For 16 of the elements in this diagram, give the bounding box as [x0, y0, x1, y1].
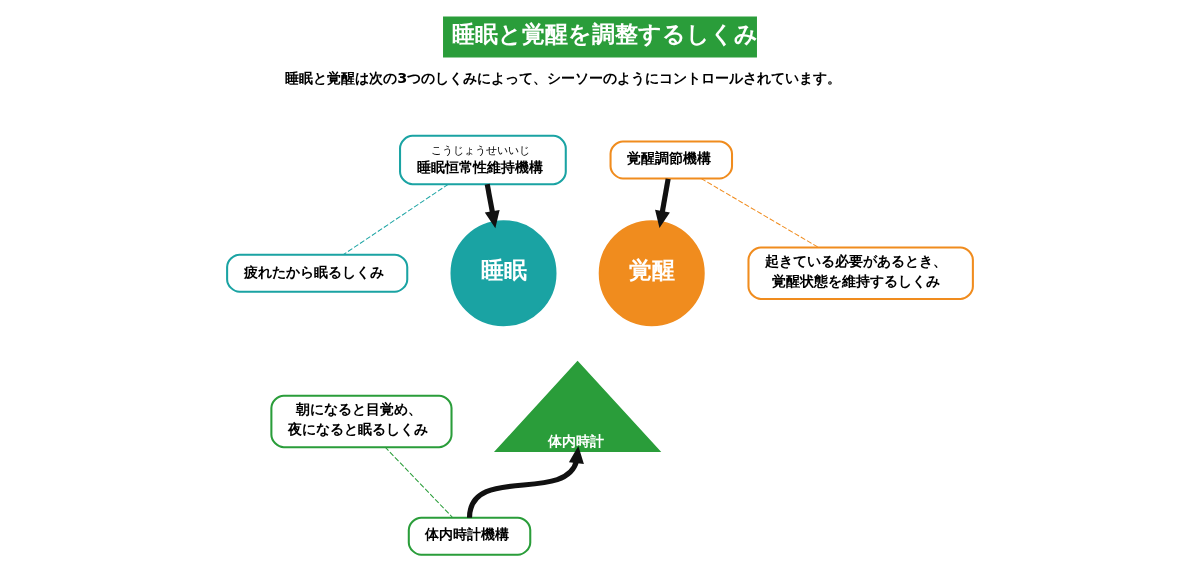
node-circle: 睡眠 — [450, 220, 557, 327]
node-box: 覚醒調節機構 — [609, 140, 734, 180]
label: 睡眠と覚醒は次の3つのしくみによって、シーソーのようにコントロールされています。 — [285, 69, 842, 86]
node-box: 疲れたから眠るしくみ — [226, 253, 409, 293]
arrow — [484, 183, 500, 229]
connector — [384, 446, 454, 518]
diagram-title: 睡眠と覚醒を調整するしくみ — [451, 20, 758, 47]
node-box: こうじょうせいいじ 睡眠恒常性維持機構 — [399, 134, 567, 186]
connector — [343, 183, 449, 255]
arrow — [655, 178, 671, 229]
arrow — [467, 445, 584, 519]
node-box: 起きている必要があるとき、覚醒状態を維持するしくみ — [747, 246, 974, 300]
connector — [700, 178, 819, 248]
node-box: 体内時計機構 — [407, 516, 532, 556]
node-circle: 覚醒 — [598, 220, 705, 327]
node-box: 朝になると目覚め、夜になると眠るしくみ — [270, 394, 453, 449]
